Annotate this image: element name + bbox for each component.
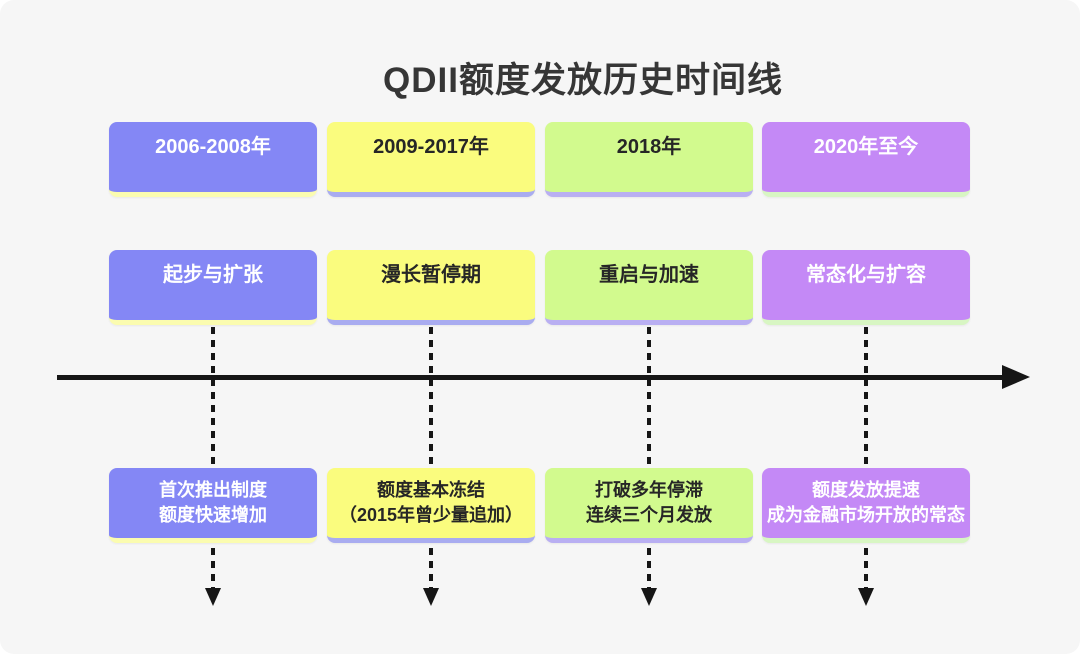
description-line: 首次推出制度: [159, 480, 267, 500]
down-arrowhead-icon-col4: [858, 588, 874, 606]
phase-label: 常态化与扩容: [806, 264, 926, 286]
description-line: 额度快速增加: [159, 505, 267, 525]
description-box-col4: 额度发放提速 成为金融市场开放的常态: [762, 468, 970, 543]
down-arrowhead-icon-col1: [205, 588, 221, 606]
phase-box-col4: 常态化与扩容: [762, 250, 970, 325]
page-title: QDII额度发放历史时间线: [383, 61, 783, 100]
dashed-connector-col2: [429, 327, 433, 588]
period-box-col4: 2020年至今: [762, 122, 970, 197]
timeline-axis-arrowhead-icon: [1002, 365, 1030, 389]
description-line: 成为金融市场开放的常态: [767, 505, 965, 525]
period-label: 2020年至今: [813, 136, 919, 158]
dashed-connector-col1: [211, 327, 215, 588]
description-line: 额度发放提速: [812, 480, 920, 500]
description-box-col2: 额度基本冻结 （2015年曾少量追加）: [327, 468, 535, 543]
period-box-col2: 2009-2017年: [327, 122, 535, 197]
description-box-col1: 首次推出制度 额度快速增加: [109, 468, 317, 543]
period-box-col1: 2006-2008年: [109, 122, 317, 197]
phase-box-col1: 起步与扩张: [109, 250, 317, 325]
down-arrowhead-icon-col2: [423, 588, 439, 606]
description-line: 连续三个月发放: [586, 505, 712, 525]
dashed-connector-col4: [864, 327, 868, 588]
phase-box-col2: 漫长暂停期: [327, 250, 535, 325]
timeline-axis: [57, 375, 1003, 380]
period-label: 2009-2017年: [373, 136, 489, 158]
period-label: 2018年: [616, 136, 682, 158]
phase-label: 漫长暂停期: [381, 264, 481, 286]
dashed-connector-col3: [647, 327, 651, 588]
description-box-col3: 打破多年停滞 连续三个月发放: [545, 468, 753, 543]
period-box-col3: 2018年: [545, 122, 753, 197]
description-line: 额度基本冻结: [377, 480, 485, 500]
phase-box-col3: 重启与加速: [545, 250, 753, 325]
description-line: （2015年曾少量追加）: [338, 505, 524, 525]
description-line: 打破多年停滞: [595, 480, 703, 500]
down-arrowhead-icon-col3: [641, 588, 657, 606]
period-label: 2006-2008年: [155, 136, 271, 158]
phase-label: 起步与扩张: [163, 264, 263, 286]
phase-label: 重启与加速: [599, 264, 699, 286]
